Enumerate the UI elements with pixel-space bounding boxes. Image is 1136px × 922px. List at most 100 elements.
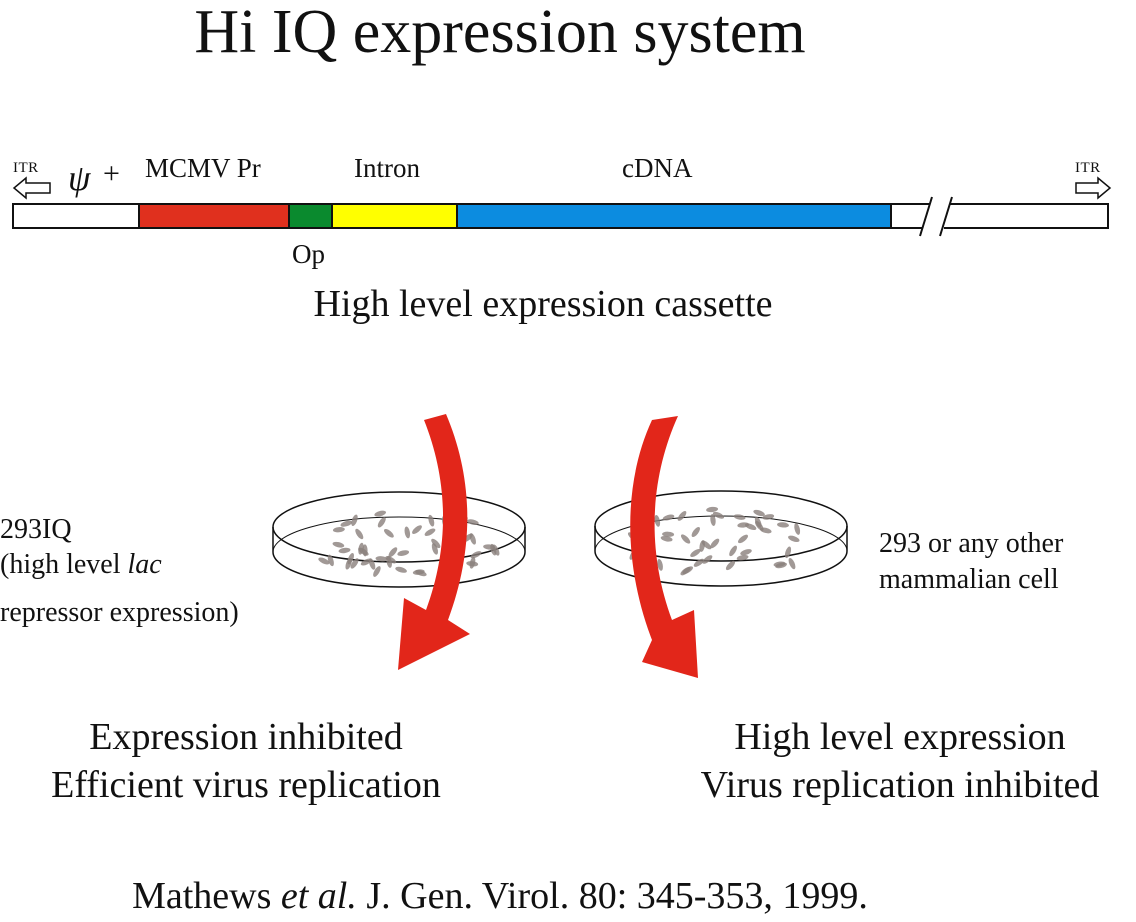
cell-shape xyxy=(788,535,800,542)
citation: Mathews et al. J. Gen. Virol. 80: 345-35… xyxy=(132,875,868,917)
cell-shape xyxy=(710,514,716,526)
cell-shape xyxy=(712,511,725,519)
cell-shape xyxy=(736,554,749,561)
cell-shape xyxy=(469,556,476,569)
cell-shape xyxy=(680,534,691,544)
left-cell-line-desc-1: (high level lac xyxy=(0,549,162,580)
cell-shape xyxy=(677,511,687,521)
left-cell-line-desc-2: repressor expression) xyxy=(0,597,239,628)
psi-region xyxy=(12,203,140,229)
left-culture-dish xyxy=(272,491,526,588)
cell-shape xyxy=(662,531,675,537)
right-cell-line-desc-2: mammalian cell xyxy=(879,564,1059,595)
cell-shape xyxy=(680,567,691,576)
cell-shape xyxy=(690,549,701,557)
cell-shape xyxy=(710,538,720,549)
cell-shape xyxy=(360,558,372,566)
left-outcome-line-1: Expression inhibited xyxy=(89,716,403,758)
cell-shape xyxy=(777,522,789,528)
cell-shape xyxy=(374,510,387,517)
cell-shape xyxy=(385,555,397,564)
cell-shape xyxy=(753,509,765,517)
cell-shape xyxy=(483,544,496,550)
cell-shape xyxy=(388,547,398,558)
cell-shape xyxy=(395,566,407,573)
left-itr-arrow-icon xyxy=(12,176,51,200)
right-itr-arrow-icon xyxy=(1075,176,1112,200)
segment-intron xyxy=(331,203,458,229)
cell-shape xyxy=(318,557,330,565)
cell-shape xyxy=(691,526,700,538)
cassette-label: High level expression cassette xyxy=(313,283,773,325)
label-cdna: cDNA xyxy=(622,153,693,183)
cell-shape xyxy=(660,536,673,542)
cell-shape xyxy=(375,556,388,562)
cell-shape xyxy=(706,506,719,513)
right-cell-line-desc-1: 293 or any other xyxy=(879,528,1064,559)
cell-shape xyxy=(738,534,748,544)
cell-shape xyxy=(332,527,345,533)
left-curved-arrow-icon xyxy=(398,414,470,670)
cell-shape xyxy=(350,558,359,569)
cell-shape xyxy=(327,554,334,567)
cell-shape xyxy=(338,547,351,554)
label-intron: Intron xyxy=(354,153,420,183)
cell-shape xyxy=(737,522,750,528)
cell-shape xyxy=(428,514,435,527)
cell-shape xyxy=(373,566,381,577)
cell-shape xyxy=(762,514,775,520)
cell-shape xyxy=(740,549,752,556)
cell-shape xyxy=(470,551,482,559)
cell-shape xyxy=(699,540,705,552)
cell-shape xyxy=(384,528,394,538)
cell-shape xyxy=(794,523,801,535)
right-culture-dish xyxy=(594,490,848,587)
cell-shape xyxy=(340,520,353,527)
label-mcmv-promoter: MCMV Pr xyxy=(145,153,261,183)
right-curved-arrow-icon xyxy=(630,416,698,678)
break-mark-2 xyxy=(939,196,953,237)
cell-shape xyxy=(662,514,675,521)
cell-shape xyxy=(345,558,352,570)
left-cell-line-name: 293IQ xyxy=(0,514,72,545)
left-outcome-line-2: Efficient virus replication xyxy=(51,764,441,806)
cell-shape xyxy=(654,515,661,527)
cell-shape xyxy=(775,562,787,569)
segment-mcmv-promoter xyxy=(138,203,290,229)
cell-shape xyxy=(657,559,663,571)
cell-shape xyxy=(469,533,476,545)
cell-shape xyxy=(415,569,427,577)
cell-shape xyxy=(424,528,436,536)
cell-shape xyxy=(358,547,369,556)
cell-shape xyxy=(725,560,736,571)
break-mark-1 xyxy=(919,196,933,237)
right-itr-label: ITR xyxy=(1075,160,1101,176)
segment-operator xyxy=(288,203,333,229)
cell-shape xyxy=(412,525,422,534)
cell-shape xyxy=(397,550,410,556)
diagram-title: Hi IQ expression system xyxy=(194,0,806,66)
cell-shape xyxy=(702,555,713,564)
cell-shape xyxy=(404,526,411,539)
cell-shape xyxy=(788,558,796,570)
cell-shape xyxy=(332,541,345,548)
expression-construct xyxy=(12,176,1112,237)
right-outcome-line-1: High level expression xyxy=(734,716,1066,758)
cell-shape xyxy=(729,545,737,557)
cell-shape xyxy=(754,516,762,528)
vector-backbone-right xyxy=(944,203,1109,229)
right-outcome-line-2: Virus replication inhibited xyxy=(700,764,1100,806)
vector-backbone-left xyxy=(890,203,930,229)
segment-cdna xyxy=(456,203,892,229)
cell-shape xyxy=(431,538,441,549)
cell-shape xyxy=(784,546,792,559)
cell-shape xyxy=(466,519,479,525)
psi-symbol: ψ xyxy=(68,158,91,198)
left-itr-label: ITR xyxy=(13,160,39,176)
label-operator: Op xyxy=(292,239,325,269)
cell-shape xyxy=(351,514,358,527)
cell-shape xyxy=(377,517,386,528)
psi-plus-sign: + xyxy=(103,157,120,190)
cell-shape xyxy=(355,528,364,540)
